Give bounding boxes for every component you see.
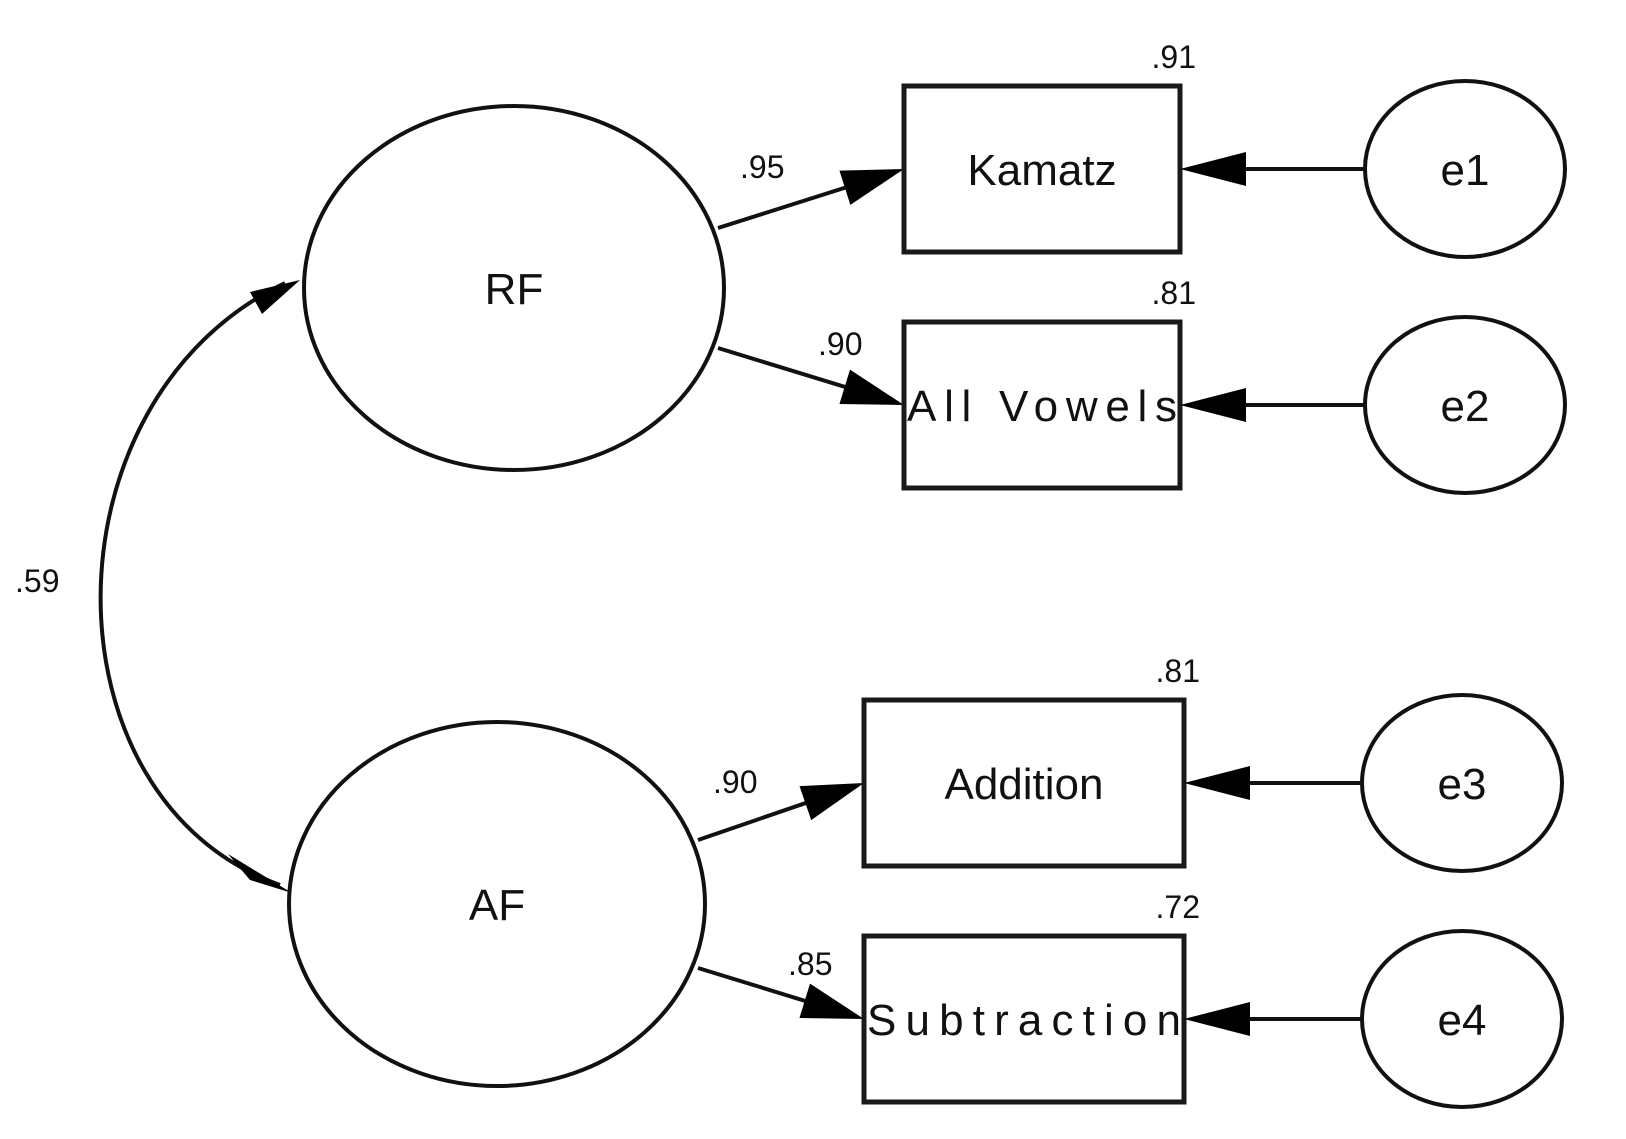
error-term-label: e3 xyxy=(1438,760,1487,809)
error-term-e3: e3 xyxy=(1360,693,1564,873)
observed-variable-addition: Addition .81 xyxy=(861,653,1200,869)
loading-arrowhead-subtraction xyxy=(799,983,864,1019)
r-squared-value: .81 xyxy=(1152,275,1196,311)
latent-factor-rf: RF xyxy=(302,104,726,472)
covariance-arrowhead-rf xyxy=(250,280,300,314)
observed-variable-kamatz: Kamatz .91 xyxy=(901,39,1196,255)
error-arrowhead-e2 xyxy=(1180,388,1246,422)
factor-loading-value: .85 xyxy=(788,946,832,982)
observed-variable-subtraction: Subtraction .72 xyxy=(861,889,1200,1105)
r-squared-value: .91 xyxy=(1152,39,1196,75)
error-term-e2: e2 xyxy=(1363,315,1567,495)
error-term-e1: e1 xyxy=(1363,79,1567,259)
error-term-label: e1 xyxy=(1441,146,1490,195)
latent-factor-label: RF xyxy=(485,265,544,314)
loading-arrowhead-kamatz xyxy=(839,169,904,205)
error-term-label: e2 xyxy=(1441,382,1490,431)
error-arrowhead-e4 xyxy=(1184,1002,1250,1036)
covariance-arrowhead-af xyxy=(228,854,292,893)
loading-arrowhead-allvowels xyxy=(839,369,904,405)
factor-loading-value: .95 xyxy=(740,149,784,185)
latent-factor-label: AF xyxy=(469,881,525,930)
loading-arrowhead-addition xyxy=(799,783,864,821)
error-arrowhead-e3 xyxy=(1184,766,1250,800)
covariance-arc-rf-af xyxy=(98,281,286,887)
factor-loading-value: .90 xyxy=(713,764,757,800)
covariance-value: .59 xyxy=(15,563,59,599)
latent-factor-af: AF xyxy=(287,720,707,1088)
observed-variable-label: Subtraction xyxy=(867,996,1181,1045)
observed-variable-allvowels: All Vowels.81 xyxy=(901,275,1196,491)
observed-variable-label: Kamatz xyxy=(967,146,1116,195)
error-term-label: e4 xyxy=(1438,996,1487,1045)
error-arrowhead-e1 xyxy=(1180,152,1246,186)
r-squared-value: .81 xyxy=(1156,653,1200,689)
r-squared-value: .72 xyxy=(1156,889,1200,925)
observed-variable-label: Addition xyxy=(944,760,1103,809)
error-term-e4: e4 xyxy=(1360,929,1564,1109)
factor-loading-value: .90 xyxy=(818,326,862,362)
